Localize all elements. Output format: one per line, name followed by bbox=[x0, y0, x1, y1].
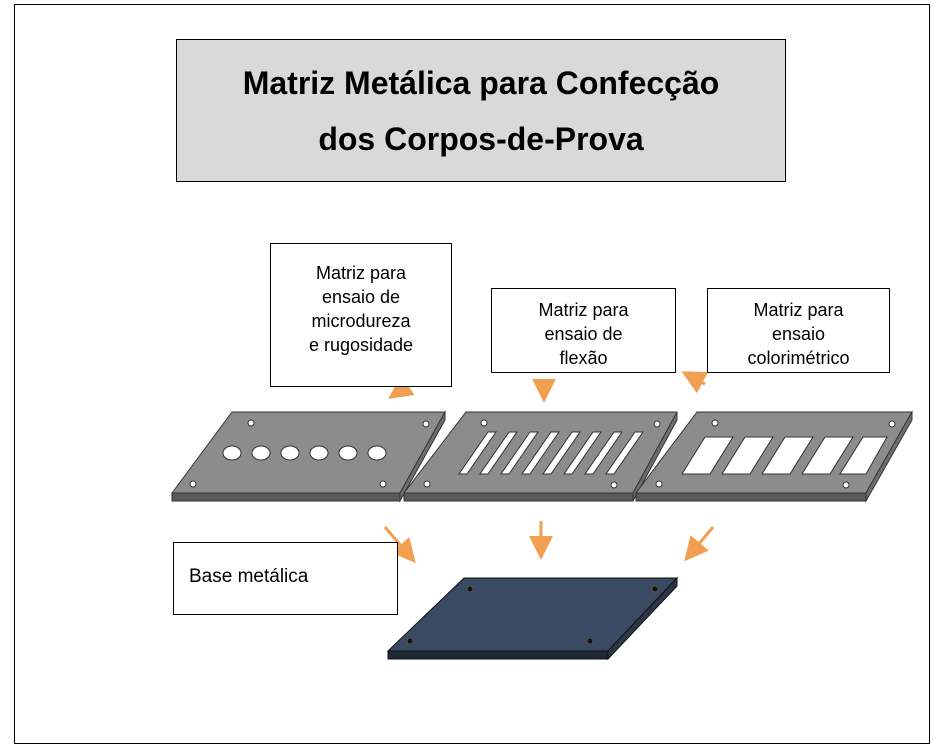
arrow-plate1-to-base bbox=[383, 526, 416, 564]
label-flexao-line: Matriz para bbox=[538, 300, 629, 320]
label-colorimetrico-line: colorimétrico bbox=[747, 348, 850, 368]
arrow-color-to-plate bbox=[681, 371, 709, 394]
title-line-1: Matriz Metálica para Confecção bbox=[242, 64, 720, 101]
label-colorimetrico-line: ensaio bbox=[771, 324, 826, 344]
label-microdureza-line: e rugosidade bbox=[308, 335, 414, 355]
label-colorimetrico-line: Matriz para bbox=[753, 300, 844, 320]
plate-holes bbox=[222, 445, 387, 461]
title-line-2: dos Corpos-de-Prova bbox=[318, 120, 644, 157]
title-box: Matriz Metálica para Confecção dos Corpo… bbox=[176, 39, 786, 182]
screw-holes bbox=[189, 419, 430, 488]
label-flexao: Matriz para ensaio de flexão bbox=[491, 288, 676, 373]
plate-colorimetrico bbox=[634, 410, 913, 503]
screw-holes bbox=[406, 585, 659, 645]
flexion-slots bbox=[458, 431, 644, 475]
label-flexao-line: ensaio de bbox=[544, 324, 623, 344]
base-plate bbox=[386, 576, 679, 661]
label-microdureza-line: microdureza bbox=[311, 311, 411, 331]
label-flexao-line: flexão bbox=[559, 348, 608, 368]
screw-holes bbox=[423, 419, 661, 489]
label-base-text: Base metálica bbox=[189, 566, 309, 587]
label-microdureza-line: ensaio de bbox=[321, 287, 401, 307]
colorimetric-slots bbox=[681, 436, 888, 475]
label-base: Base metálica bbox=[173, 542, 398, 615]
label-microdureza-line: Matriz para bbox=[315, 263, 407, 283]
label-colorimetrico: Matriz para ensaio colorimétrico bbox=[707, 288, 890, 373]
plate-flexao bbox=[402, 411, 678, 502]
label-microdureza: Matriz para ensaio de microdureza e rugo… bbox=[270, 243, 452, 387]
arrow-plate3-to-base bbox=[684, 526, 715, 562]
screw-holes bbox=[655, 419, 896, 489]
plate-microdureza bbox=[171, 410, 446, 503]
